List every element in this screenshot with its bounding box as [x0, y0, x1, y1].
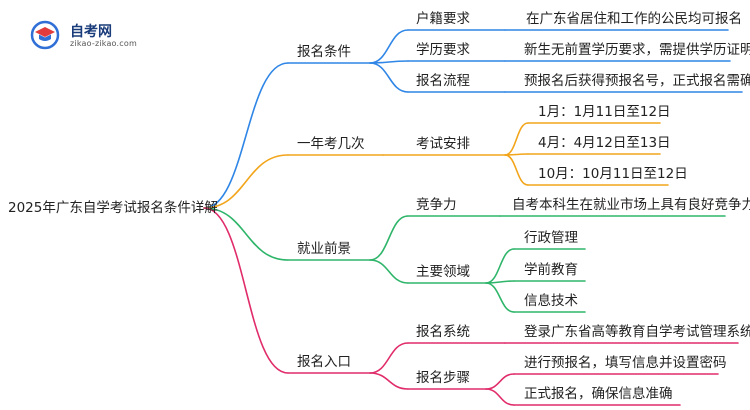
subtopic-label: 报名流程	[416, 73, 470, 89]
leaf-label: 新生无前置学历要求，需提供学历证明	[524, 42, 750, 58]
leaf-label: 4月：4月12日至13日	[538, 135, 671, 151]
subtopic-connector	[369, 342, 409, 374]
leaf-label: 在广东省居住和工作的公民均可报名	[526, 11, 742, 27]
branch-label: 就业前景	[297, 241, 351, 257]
brand-name: 自考网	[70, 24, 112, 40]
brand-url: zikao-zikao.com	[70, 39, 137, 48]
branch-connector	[203, 207, 289, 261]
leaf-label: 进行预报名，填写信息并设置密码	[524, 355, 727, 371]
subtopic-label: 竞争力	[416, 197, 457, 213]
brand-logo: 自考网 zikao-zikao.com	[30, 20, 170, 52]
subtopic-connector	[369, 372, 409, 390]
leaf-connector	[504, 154, 529, 186]
leaf-label: 正式报名，确保信息准确	[524, 386, 673, 402]
branch-label: 报名入口	[297, 354, 351, 370]
leaf-label: 自考本科生在就业市场上具有良好竞争力	[512, 197, 750, 213]
leaf-connector	[504, 122, 529, 156]
leaf-label: 行政管理	[524, 230, 578, 246]
leaf-connector	[485, 282, 515, 313]
leaf-connector	[485, 248, 515, 284]
leaf-label: 信息技术	[524, 293, 578, 309]
root-topic: 2025年广东自学考试报名条件详解	[8, 200, 218, 216]
subtopic-connector	[369, 215, 409, 261]
leaf-label: 登录广东省高等教育自学考试管理系统	[524, 324, 750, 340]
leaf-label: 10月：10月11日至12日	[538, 166, 688, 182]
subtopic-connector	[369, 259, 409, 284]
subtopic-label: 学历要求	[416, 42, 470, 58]
subtopic-label: 户籍要求	[416, 11, 470, 27]
subtopic-connector	[369, 29, 409, 64]
leaf-label: 1月：1月11日至12日	[538, 104, 671, 120]
leaf-label: 预报名后获得预报名号，正式报名需确认	[524, 73, 750, 89]
branch-label: 报名条件	[297, 44, 351, 60]
leaf-connector	[485, 388, 515, 406]
leaf-connector	[485, 373, 515, 390]
graduation-cap-icon	[30, 20, 60, 50]
subtopic-connector	[369, 62, 409, 93]
branch-connector	[203, 62, 289, 209]
subtopic-label: 考试安排	[416, 136, 470, 152]
branch-label: 一年考几次	[297, 136, 365, 152]
branch-connector	[203, 207, 289, 374]
branch-connector	[203, 154, 289, 209]
leaf-label: 学前教育	[524, 262, 578, 278]
subtopic-label: 主要领域	[416, 264, 470, 280]
subtopic-label: 报名系统	[416, 324, 470, 340]
subtopic-label: 报名步骤	[416, 370, 470, 386]
